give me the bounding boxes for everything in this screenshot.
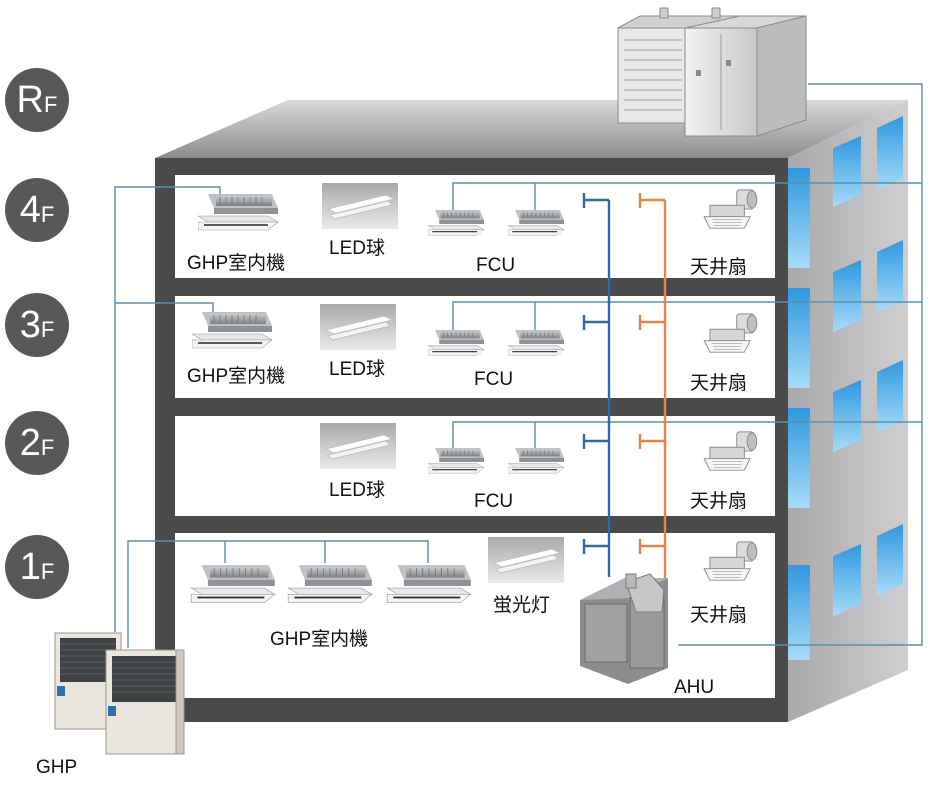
label-ghp-indoor-4f: GHP室内機	[187, 253, 286, 274]
window	[788, 565, 810, 660]
rooftop-unit	[617, 7, 807, 137]
led-fixture-icon	[322, 183, 398, 229]
label-led-2f: LED球	[329, 480, 385, 501]
led-fixture-icon	[320, 304, 396, 350]
label-ceiling-fan-1f: 天井扇	[690, 605, 748, 626]
floor-1-room	[175, 533, 775, 698]
side-windows	[833, 116, 903, 616]
ghp-outdoor-unit-icon	[54, 632, 185, 755]
label-ceiling-fan-2f: 天井扇	[690, 491, 748, 512]
window	[788, 288, 810, 388]
label-ceiling-fan-3f: 天井扇	[690, 373, 748, 394]
label-fluorescent-1f: 蛍光灯	[493, 595, 551, 616]
label-fcu-3f: FCU	[474, 369, 514, 390]
label-led-4f: LED球	[329, 238, 385, 259]
label-ghp-indoor-1f: GHP室内機	[270, 629, 369, 650]
label-ahu: AHU	[674, 677, 715, 698]
ahu-unit-icon	[580, 573, 668, 684]
window	[788, 408, 810, 508]
window	[788, 168, 810, 268]
hot-water-pipe	[638, 193, 667, 640]
label-ceiling-fan-4f: 天井扇	[690, 257, 748, 278]
label-fcu-2f: FCU	[474, 491, 514, 512]
chilled-water-pipe	[582, 193, 611, 577]
label-led-3f: LED球	[329, 359, 385, 380]
ghp-refrigerant-lines	[114, 83, 923, 648]
fluorescent-fixture-icon	[488, 537, 564, 583]
label-ghp-indoor-3f: GHP室内機	[187, 366, 286, 387]
label-fcu-4f: FCU	[476, 255, 516, 276]
label-ghp-outdoor: GHP	[36, 757, 78, 778]
led-fixture-icon	[320, 423, 396, 469]
